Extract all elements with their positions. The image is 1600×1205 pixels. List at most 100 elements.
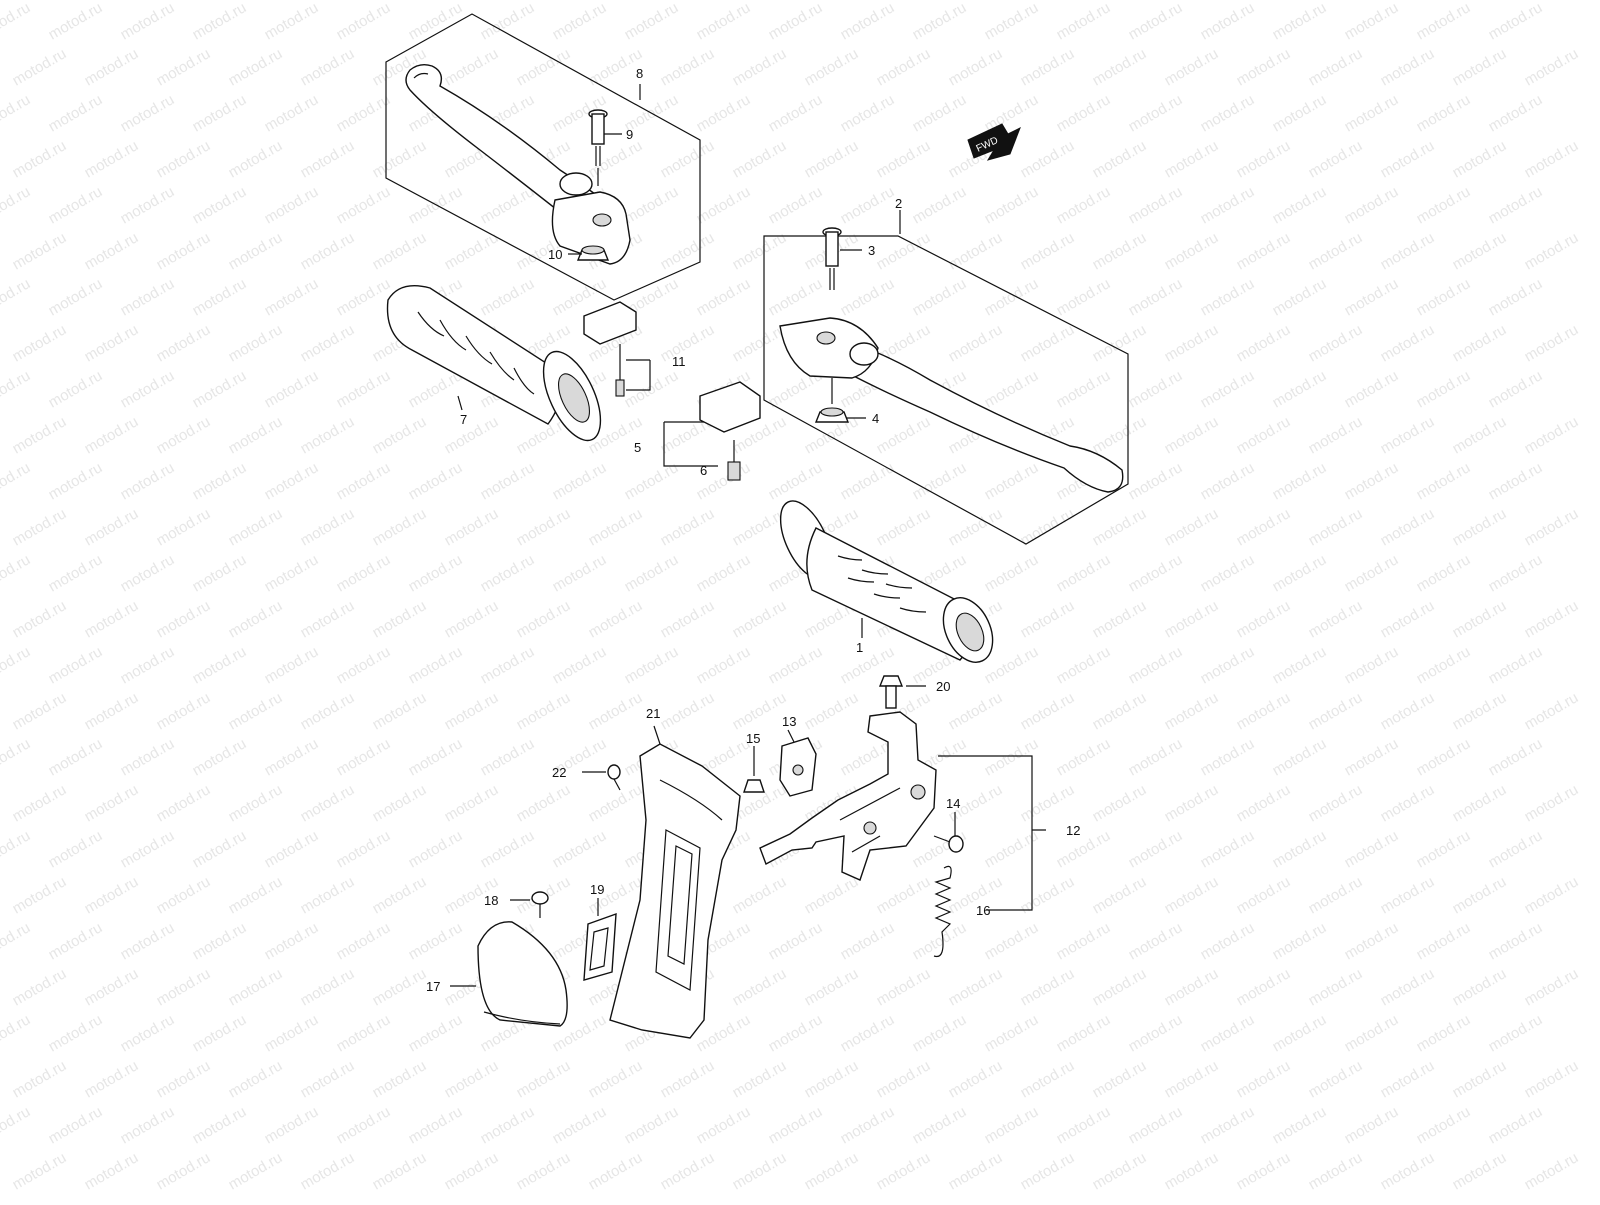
left-lever-pivot-hole [592,213,612,227]
watermark-text: motod.ru [262,275,322,319]
watermark-text: motod.ru [1414,275,1474,319]
watermark-text: motod.ru [154,1057,214,1101]
watermark-text: motod.ru [1306,413,1366,457]
watermark-text: motod.ru [982,459,1042,503]
watermark-text: motod.ru [1342,275,1402,319]
watermark-text: motod.ru [298,321,358,365]
watermark-text: motod.ru [1414,551,1474,595]
watermark-text: motod.ru [478,183,538,227]
watermark-text: motod.ru [874,137,934,181]
watermark-text: motod.ru [1090,413,1150,457]
watermark-text: motod.ru [1450,505,1510,549]
watermark-text: motod.ru [1450,229,1510,273]
watermark-text: motod.ru [1090,689,1150,733]
watermark-text: motod.ru [1378,45,1438,89]
callout-10: 10 [548,247,562,262]
watermark-text: motod.ru [1342,551,1402,595]
watermark-text: motod.ru [1270,919,1330,963]
watermark-text: motod.ru [1306,229,1366,273]
watermark-text: motod.ru [1486,459,1546,503]
watermark-text: motod.ru [46,459,106,503]
watermark-text: motod.ru [334,91,394,135]
watermark-text: motod.ru [1234,597,1294,641]
watermark-text: motod.ru [1522,137,1582,181]
watermark-text: motod.ru [1342,735,1402,779]
watermark-text: motod.ru [10,965,70,1009]
watermark-text: motod.ru [1378,689,1438,733]
watermark-text: motod.ru [802,137,862,181]
watermark-text: motod.ru [154,689,214,733]
watermark-text: motod.ru [298,781,358,825]
watermark-text: motod.ru [82,229,142,273]
watermark-text: motod.ru [1018,137,1078,181]
watermark-text: motod.ru [1450,781,1510,825]
watermark-text: motod.ru [658,45,718,89]
watermark-text: motod.ru [1162,137,1222,181]
watermark-text: motod.ru [874,965,934,1009]
watermark-text: motod.ru [838,275,898,319]
watermark-text: motod.ru [334,1103,394,1147]
watermark-text: motod.ru [1522,689,1582,733]
watermark-text: motod.ru [802,873,862,917]
watermark-text: motod.ru [514,597,574,641]
watermark-text: motod.ru [910,0,970,43]
watermark-text: motod.ru [1342,919,1402,963]
right-lever-pivot-body [779,317,879,379]
left-lever-adjuster-knob [559,172,593,196]
watermark-text: motod.ru [1234,321,1294,365]
watermark-text: motod.ru [298,873,358,917]
callout-21: 21 [646,706,660,721]
watermark-text: motod.ru [658,1149,718,1193]
watermark-text: motod.ru [1450,965,1510,1009]
watermark-text: motod.ru [874,413,934,457]
watermark-text: motod.ru [370,597,430,641]
watermark-text: motod.ru [1018,965,1078,1009]
watermark-text: motod.ru [478,1103,538,1147]
watermark-text: motod.ru [1450,413,1510,457]
callout-1: 1 [856,640,863,655]
watermark-text: motod.ru [694,275,754,319]
watermark-text: motod.ru [1414,735,1474,779]
watermark-text: motod.ru [46,551,106,595]
callout-18: 18 [484,893,498,908]
right-lever-blade [839,339,1124,493]
watermark-text: motod.ru [0,367,33,411]
watermark-text: motod.ru [46,275,106,319]
watermark-text: motod.ru [514,1149,574,1193]
watermark-text: motod.ru [406,1103,466,1147]
watermark-text: motod.ru [838,0,898,43]
watermark-text: motod.ru [730,965,790,1009]
watermark-text: motod.ru [946,689,1006,733]
watermark-text: motod.ru [82,781,142,825]
watermark-text: motod.ru [226,505,286,549]
watermark-text: motod.ru [1342,367,1402,411]
watermark-text: motod.ru [334,827,394,871]
watermark-text: motod.ru [1270,367,1330,411]
watermark-text: motod.ru [1054,91,1114,135]
watermark-text: motod.ru [118,91,178,135]
watermark-text: motod.ru [1162,229,1222,273]
watermark-text: motod.ru [1090,45,1150,89]
watermark-text: motod.ru [622,643,682,687]
watermark-text: motod.ru [334,275,394,319]
watermark-text: motod.ru [1486,275,1546,319]
watermark-text: motod.ru [1486,91,1546,135]
watermark-text: motod.ru [1414,0,1474,43]
watermark-text: motod.ru [802,45,862,89]
watermark-text: motod.ru [334,919,394,963]
watermark-text: motod.ru [1270,1103,1330,1147]
watermark-text: motod.ru [1486,919,1546,963]
watermark-text: motod.ru [118,367,178,411]
watermark-text: motod.ru [1162,45,1222,89]
watermark-text: motod.ru [1306,781,1366,825]
watermark-text: motod.ru [1018,1149,1078,1193]
watermark-text: motod.ru [1486,1011,1546,1055]
watermark-text: motod.ru [838,1103,898,1147]
watermark-text: motod.ru [406,183,466,227]
watermark-text: motod.ru [658,321,718,365]
cover-insert [583,912,617,981]
watermark-text: motod.ru [1234,1149,1294,1193]
watermark-text: motod.ru [298,1149,358,1193]
watermark-text: motod.ru [1162,321,1222,365]
watermark-text: motod.ru [118,551,178,595]
